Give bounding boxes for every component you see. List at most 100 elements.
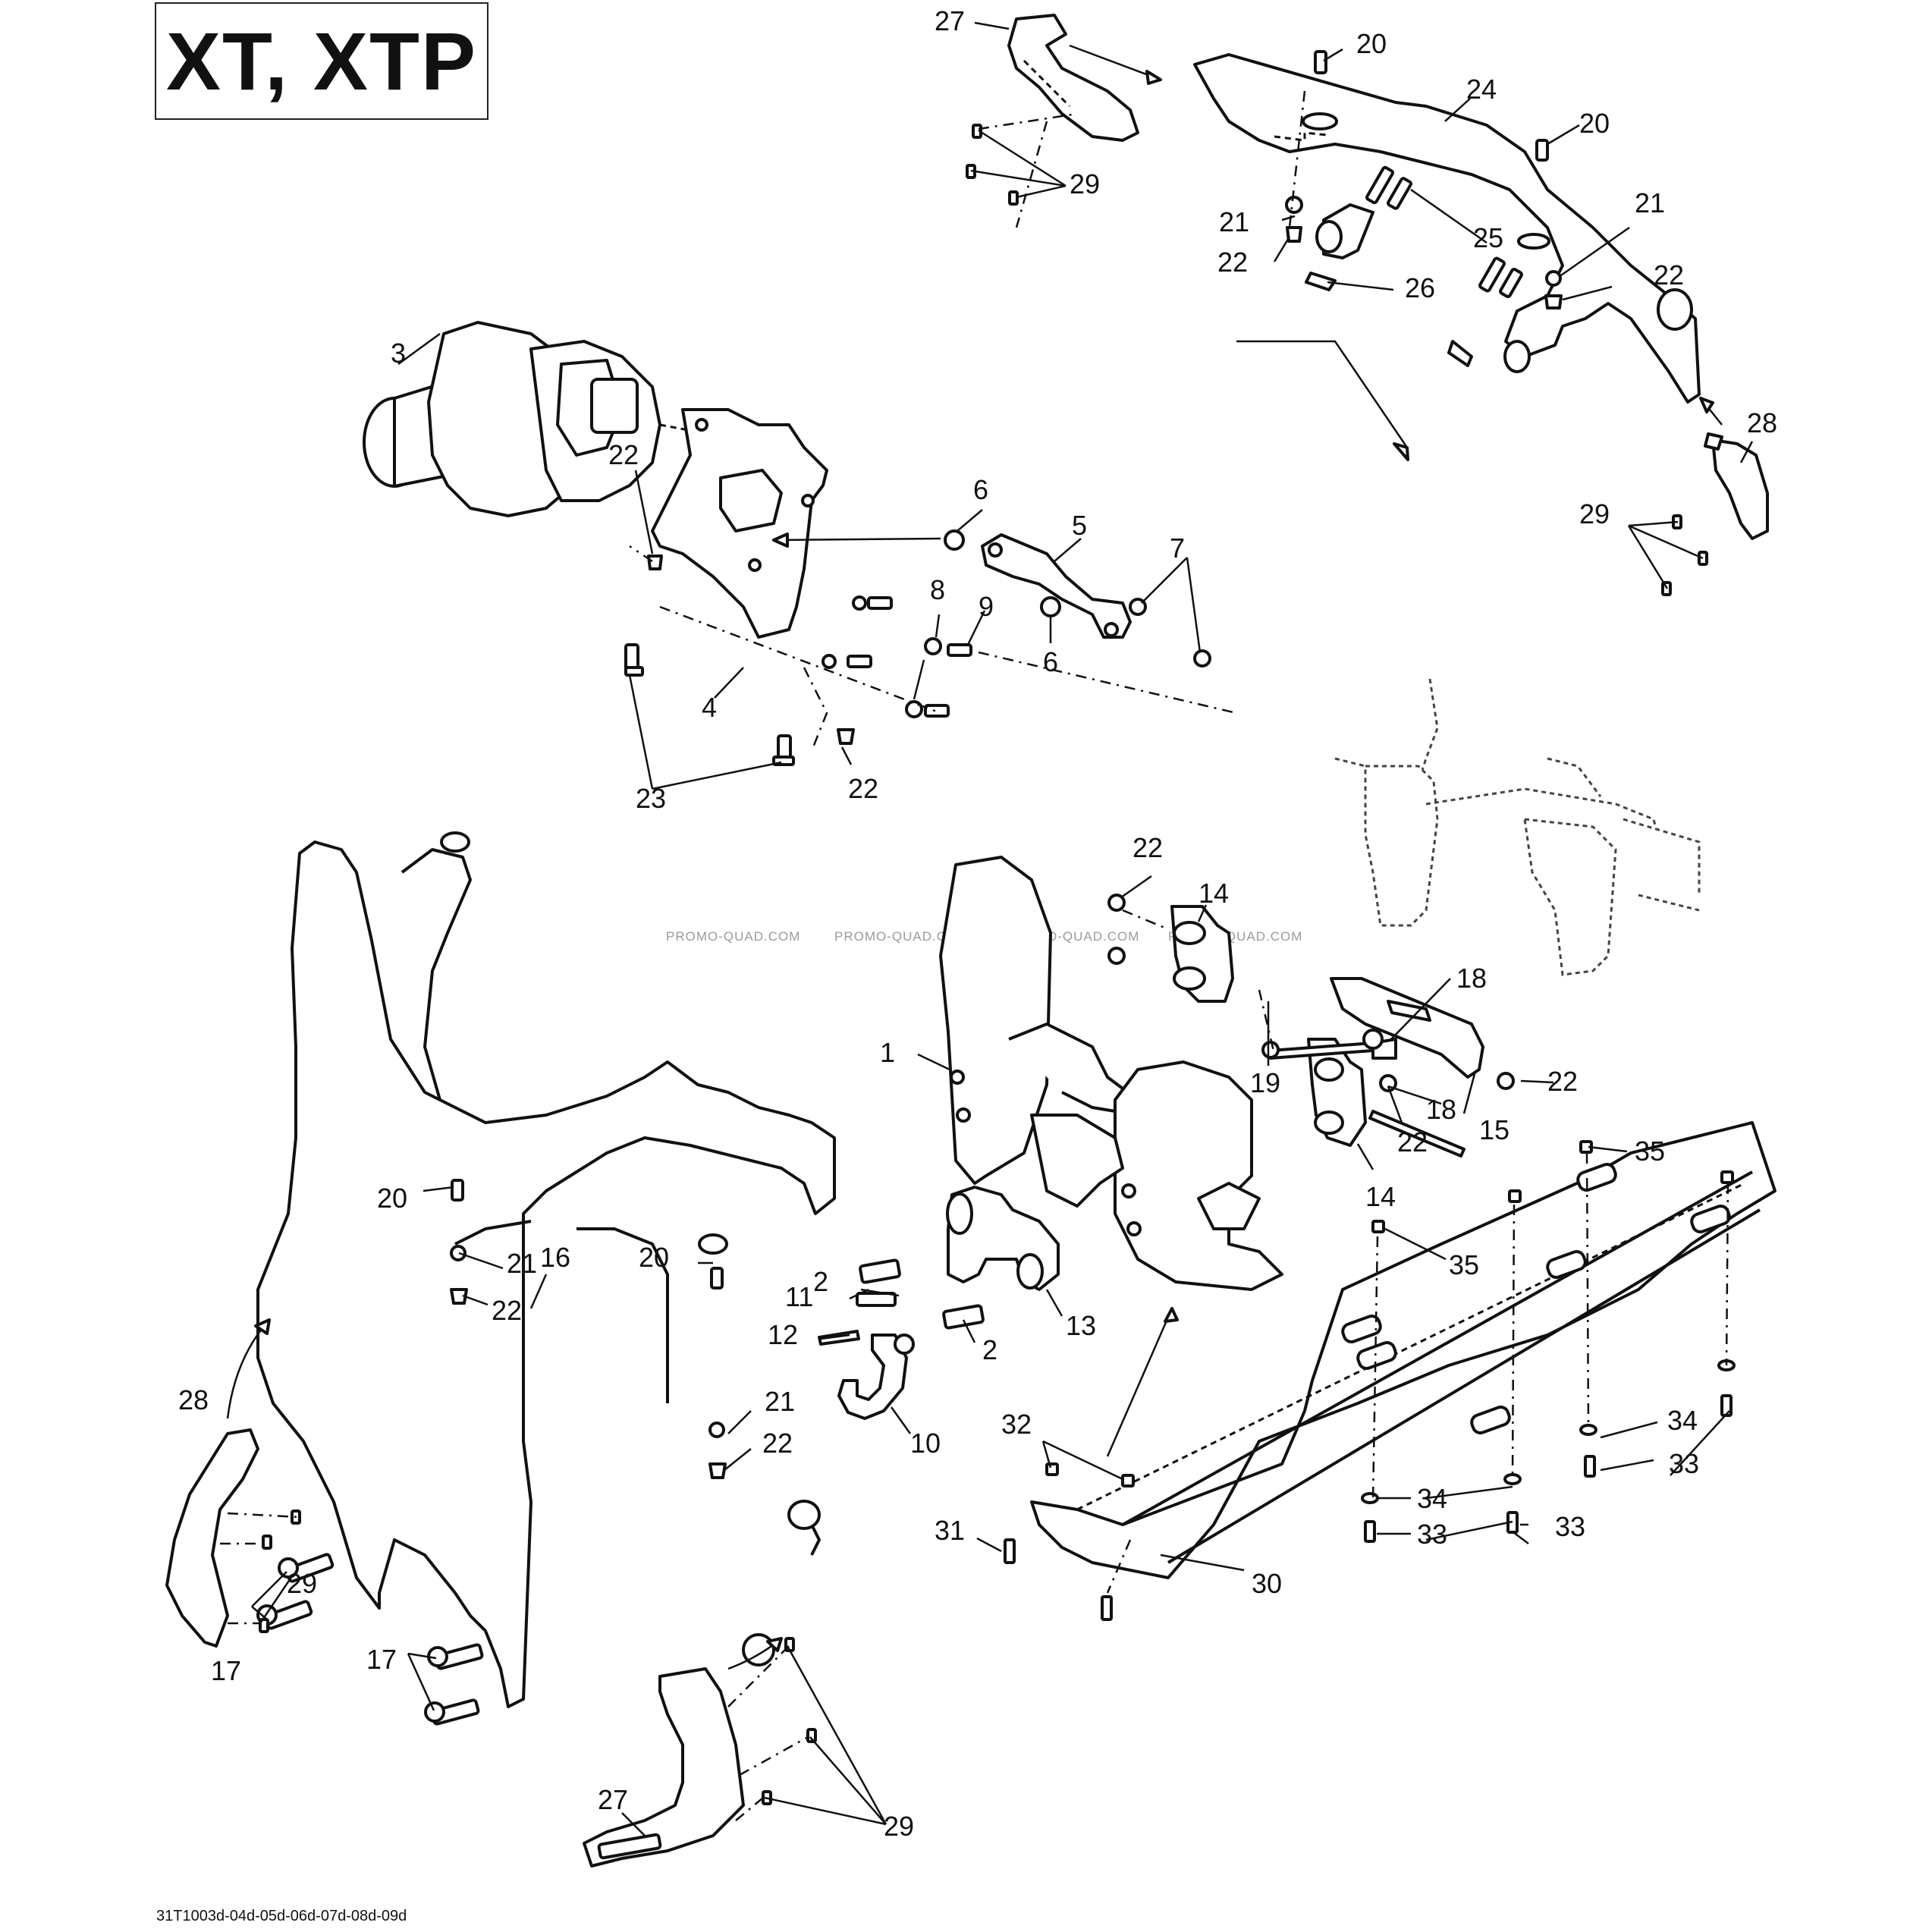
- tow-hook: [837, 1334, 915, 1420]
- callout-6: 6: [1043, 646, 1058, 677]
- front-bumper-tube: [256, 831, 836, 1708]
- callout-20: 20: [1356, 28, 1387, 59]
- callout-28: 28: [1747, 407, 1777, 438]
- arrow-head: [1699, 397, 1714, 413]
- model-title: XT, XTP: [165, 15, 478, 107]
- callout-17: 17: [211, 1655, 241, 1686]
- watermark: PROMO-QUAD.COM: [666, 929, 800, 944]
- callout-34: 34: [1667, 1405, 1698, 1436]
- assembly-line: [1371, 1236, 1379, 1503]
- watermark: PROMO-QUAD.COM: [834, 929, 969, 944]
- handguard-top-left: [1007, 14, 1139, 142]
- callout-21: 21: [507, 1248, 537, 1279]
- callout-29: 29: [287, 1568, 317, 1599]
- assembly-line: [1106, 1539, 1132, 1594]
- callout-32: 32: [1001, 1409, 1032, 1440]
- arrow-head: [1164, 1307, 1179, 1323]
- callout-20: 20: [639, 1242, 669, 1273]
- locator-arrow: [1069, 44, 1161, 81]
- callout-18: 18: [1456, 963, 1487, 994]
- callout-11: 11: [785, 1281, 813, 1312]
- callout-33: 33: [1417, 1519, 1447, 1550]
- callout-6: 6: [973, 474, 988, 505]
- fasteners-top: [1285, 50, 1563, 367]
- callout-22: 22: [1397, 1126, 1428, 1158]
- assembly-line: [1258, 989, 1276, 1055]
- callout-4: 4: [702, 692, 717, 723]
- callout-16: 16: [540, 1242, 570, 1273]
- callout-25: 25: [1473, 222, 1503, 253]
- hitch-pins-18: [1107, 894, 1515, 1158]
- callout-9: 9: [979, 591, 994, 622]
- hitch-mount-plates: [1170, 905, 1484, 1147]
- callout-22: 22: [1132, 832, 1163, 863]
- callout-23: 23: [636, 783, 666, 814]
- callout-2: 2: [813, 1266, 828, 1297]
- assembly-line: [803, 667, 828, 752]
- callout-27: 27: [935, 5, 965, 36]
- assembly-line: [978, 651, 1237, 715]
- callout-21: 21: [765, 1386, 795, 1417]
- assembly-line: [1122, 909, 1169, 931]
- callout-20: 20: [377, 1183, 407, 1214]
- callout-1: 1: [880, 1037, 895, 1068]
- callout-13: 13: [1066, 1310, 1096, 1341]
- bumper-fasteners-bottom: [256, 1179, 727, 1726]
- callout-35: 35: [1449, 1249, 1479, 1280]
- callout-18: 18: [1426, 1094, 1456, 1125]
- assembly-line: [727, 1645, 790, 1707]
- callout-26: 26: [1405, 272, 1435, 303]
- callout-21: 21: [1635, 187, 1665, 218]
- arrow-head: [766, 1637, 783, 1652]
- winch-fasteners: [624, 529, 1211, 766]
- winch-support-cover: [939, 856, 1139, 1185]
- handguard-bottom: [583, 1667, 745, 1868]
- callout-14: 14: [1198, 878, 1229, 909]
- callout-29: 29: [1579, 498, 1610, 529]
- assembly-line: [1725, 1183, 1729, 1366]
- callout-10: 10: [910, 1428, 941, 1459]
- callout-3: 3: [391, 338, 406, 369]
- callout-22: 22: [608, 439, 639, 470]
- handguard-bottom-left: [165, 1428, 259, 1648]
- frame-reference-outline: [1334, 678, 1701, 976]
- callout-22: 22: [762, 1428, 793, 1459]
- assembly-line: [1288, 90, 1306, 228]
- callout-21: 21: [1219, 206, 1249, 237]
- callout-leaders: [251, 21, 1754, 1836]
- callout-29: 29: [1070, 168, 1100, 199]
- fairlead-bracket: [981, 533, 1132, 639]
- callout-33: 33: [1669, 1448, 1699, 1479]
- callout-20: 20: [1579, 108, 1610, 139]
- assembly-line: [1585, 1152, 1590, 1427]
- upper-bumper-tube: [1193, 53, 1701, 404]
- model-title-box: XT, XTP: [155, 2, 488, 120]
- winch-mounting-plate: [651, 408, 828, 639]
- callout-5: 5: [1072, 510, 1087, 541]
- handguard-top-right: [1704, 432, 1769, 540]
- winch-support-bracket: [1030, 1114, 1124, 1208]
- callout-31: 31: [935, 1515, 965, 1546]
- arrow-head: [1393, 442, 1409, 461]
- winch-support-cover-right: [1114, 1060, 1283, 1291]
- locator-arrow: [1236, 340, 1409, 448]
- callout-17: 17: [366, 1644, 397, 1675]
- callout-24: 24: [1466, 74, 1497, 105]
- locator-arrow: [1106, 1308, 1173, 1457]
- callout-7: 7: [1170, 532, 1185, 564]
- assembly-line: [739, 1736, 809, 1776]
- callout-22: 22: [1654, 259, 1684, 291]
- arrow-head: [772, 532, 789, 548]
- callout-22: 22: [492, 1295, 522, 1326]
- locator-arrow: [773, 537, 941, 542]
- callout-22: 22: [1547, 1066, 1578, 1097]
- callout-29: 29: [884, 1811, 914, 1842]
- callout-22: 22: [848, 773, 878, 804]
- callout-8: 8: [930, 574, 945, 605]
- callout-28: 28: [178, 1384, 209, 1415]
- upper-mount-bracket: [1315, 203, 1374, 259]
- assembly-line: [735, 1797, 764, 1821]
- assembly-line: [978, 112, 1078, 130]
